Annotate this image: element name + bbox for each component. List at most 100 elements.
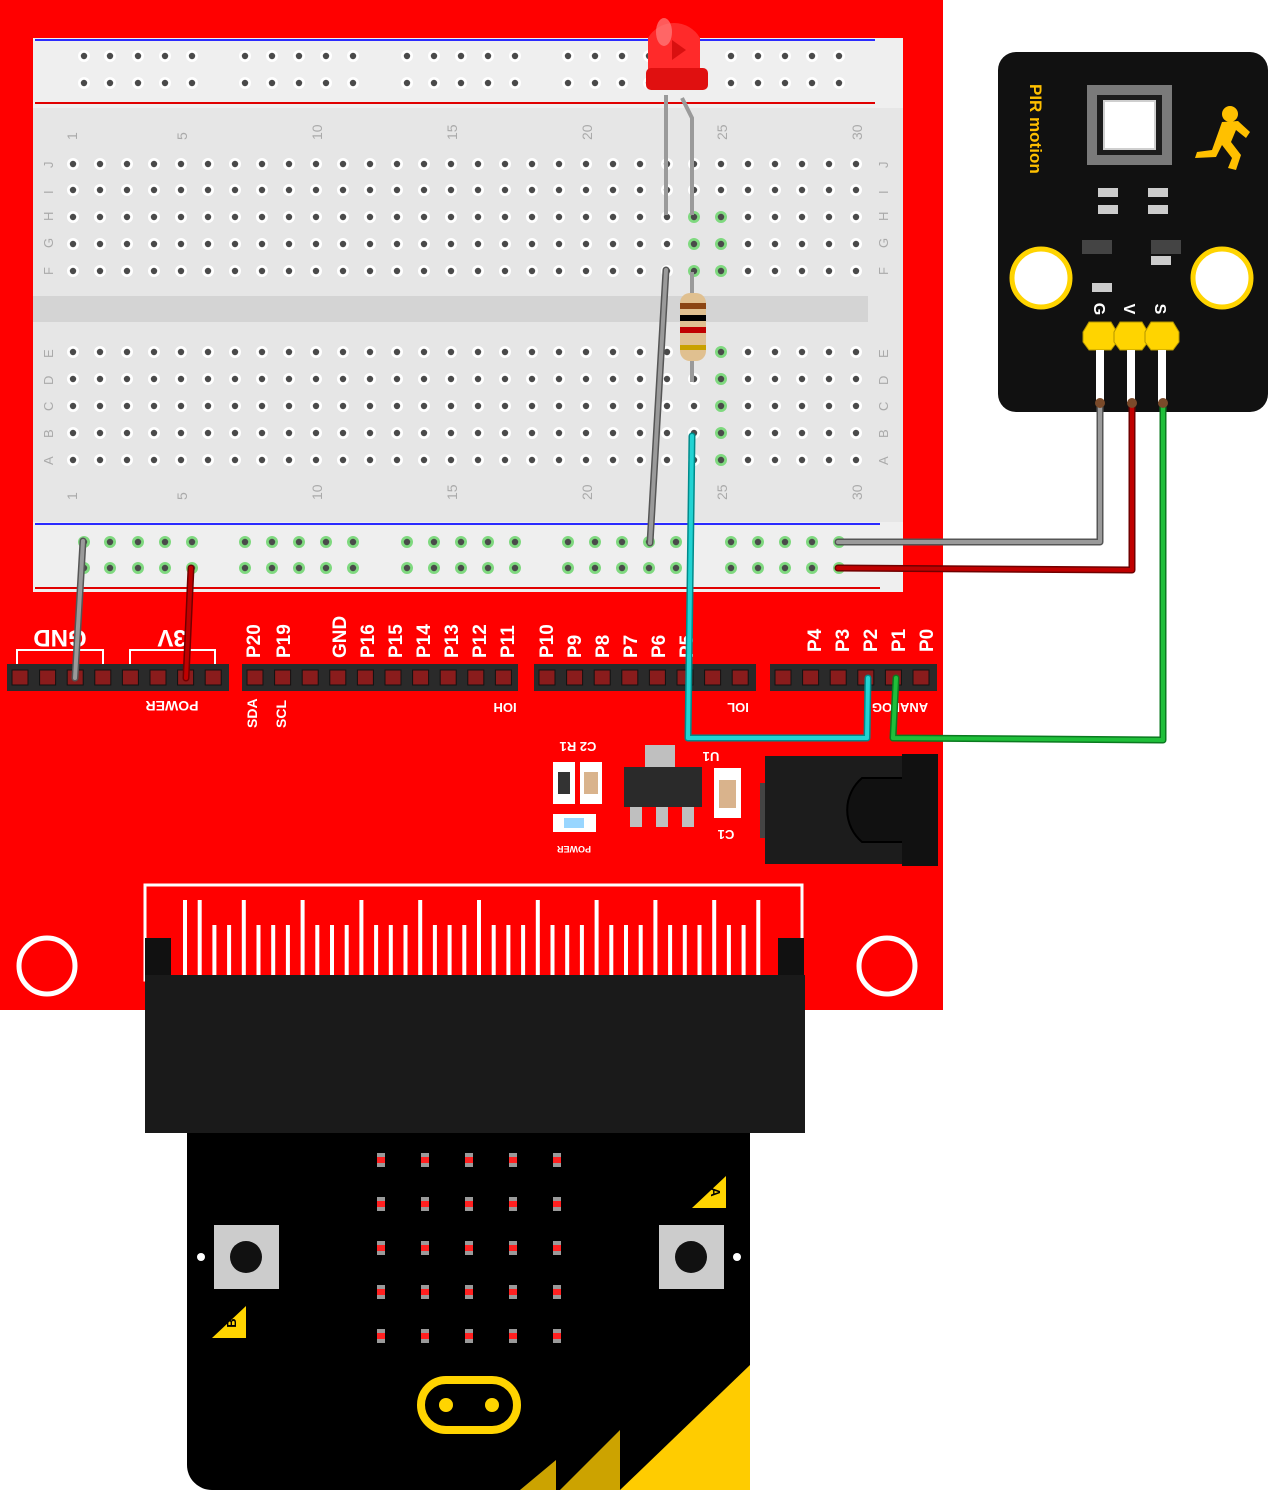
breadboard-hole <box>582 186 590 194</box>
header-pin <box>593 669 611 686</box>
breadboard-hole <box>609 267 617 275</box>
breadboard-hole <box>528 186 536 194</box>
breadboard-hole <box>636 240 644 248</box>
breadboard-hole <box>123 429 131 437</box>
header-pin <box>39 669 57 686</box>
rail-hole <box>161 538 169 546</box>
row-letter-right-I: I <box>876 190 891 194</box>
pin-label: P0 <box>917 629 938 652</box>
edge-finger <box>550 925 555 975</box>
breadboard-hole <box>474 348 482 356</box>
breadboard-hole <box>501 267 509 275</box>
pir-pin-header <box>1082 321 1180 351</box>
edge-finger <box>212 925 217 975</box>
breadboard-hole <box>366 375 374 383</box>
mounting-hole-left <box>16 935 78 997</box>
breadboard-hole <box>339 160 347 168</box>
breadboard-center-channel <box>33 296 868 322</box>
pin-label: P14 <box>414 624 435 658</box>
breadboard-hole <box>744 375 752 383</box>
pin-label: P12 <box>470 624 491 658</box>
breadboard-hole <box>501 429 509 437</box>
breadboard-hole <box>231 160 239 168</box>
edge-finger <box>432 925 437 975</box>
edge-finger <box>624 925 628 975</box>
breadboard-hole <box>771 456 779 464</box>
breadboard-hole <box>69 213 77 221</box>
breadboard-hole <box>852 160 860 168</box>
rail-hole <box>591 79 599 87</box>
rail-hole <box>511 538 519 546</box>
row-letter-left-A: A <box>41 456 56 465</box>
rail-hole <box>134 79 142 87</box>
dc-jack <box>760 754 938 866</box>
edge-finger <box>241 900 246 975</box>
col-number-top-15: 15 <box>444 124 460 140</box>
button-a-marker <box>692 1176 726 1208</box>
edge-finger <box>330 925 334 975</box>
breadboard-hole <box>528 240 536 248</box>
breadboard-hole <box>744 267 752 275</box>
breadboard-hole <box>636 186 644 194</box>
breadboard-hole <box>393 240 401 248</box>
breadboard-hole <box>366 213 374 221</box>
rail-hole <box>457 79 465 87</box>
pin-label: P3 <box>833 629 854 652</box>
breadboard-hole <box>177 160 185 168</box>
breadboard-hole <box>285 375 293 383</box>
breadboard-hole <box>528 402 536 410</box>
breadboard-hole <box>177 456 185 464</box>
breadboard-hole <box>285 402 293 410</box>
wire-led-to-rail-inner <box>648 268 668 545</box>
button-a[interactable] <box>659 1225 724 1289</box>
breadboard-hole <box>771 402 779 410</box>
breadboard-hole <box>312 348 320 356</box>
edge-connector-clip-left <box>145 938 171 978</box>
rail-hole <box>727 564 735 572</box>
breadboard-hole <box>231 348 239 356</box>
rail-hole <box>618 79 626 87</box>
col-number-bottom-20: 20 <box>579 484 595 500</box>
capacitor-c2-body <box>584 772 598 794</box>
edge-finger <box>374 925 379 975</box>
breadboard-hole <box>744 348 752 356</box>
breadboard-hole <box>771 160 779 168</box>
breadboard-hole <box>636 267 644 275</box>
led <box>421 1157 429 1163</box>
breadboard-hole <box>582 375 590 383</box>
breadboard-hole <box>501 348 509 356</box>
c2-r1-label: C2 R1 <box>560 739 597 754</box>
rail-hole <box>134 52 142 60</box>
led <box>509 1289 517 1295</box>
breadboard-hole <box>393 213 401 221</box>
breadboard-hole <box>285 213 293 221</box>
breadboard-hole <box>717 402 725 410</box>
row-letter-right-B: B <box>876 429 891 438</box>
breadboard-hole <box>366 429 374 437</box>
breadboard-hole <box>285 186 293 194</box>
breadboard-hole <box>501 240 509 248</box>
breadboard-hole <box>555 375 563 383</box>
edge-finger <box>741 925 746 975</box>
breadboard-hole <box>339 402 347 410</box>
led <box>509 1201 517 1207</box>
col-number-bottom-5: 5 <box>174 492 190 500</box>
button-b-label: B <box>224 1318 239 1327</box>
row-letter-left-I: I <box>41 190 56 194</box>
3v-label: 3V <box>157 624 186 651</box>
breadboard-bottom-rail <box>33 522 903 592</box>
breadboard-hole <box>150 429 158 437</box>
edge-connector-slot <box>145 975 805 1133</box>
header-pin <box>149 669 167 686</box>
breadboard-hole <box>798 348 806 356</box>
button-b[interactable] <box>214 1225 279 1289</box>
breadboard-hole <box>663 348 671 356</box>
breadboard-hole <box>744 160 752 168</box>
col-number-top-20: 20 <box>579 124 595 140</box>
breadboard-hole <box>339 375 347 383</box>
breadboard-hole <box>852 213 860 221</box>
breadboard-hole <box>609 160 617 168</box>
breadboard-hole <box>798 160 806 168</box>
breadboard-hole <box>177 348 185 356</box>
